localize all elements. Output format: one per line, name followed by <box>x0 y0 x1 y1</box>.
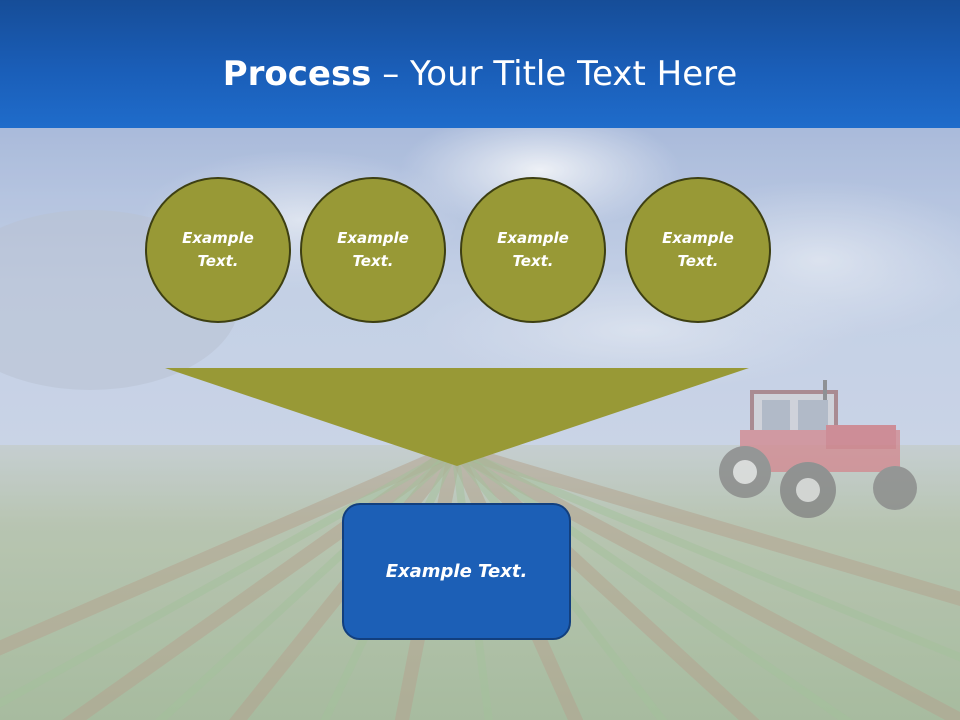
process-step-circle-4[interactable]: Example Text. <box>625 177 771 323</box>
title-band <box>0 0 960 128</box>
process-step-circle-3[interactable]: Example Text. <box>460 177 606 323</box>
process-step-label-1: Example Text. <box>182 229 254 270</box>
process-step-label-2: Example Text. <box>337 229 409 270</box>
title-bold: Process <box>222 54 372 94</box>
process-step-circle-2[interactable]: Example Text. <box>300 177 446 323</box>
slide-title: Process – Your Title Text Here <box>0 52 960 96</box>
process-step-label-3: Example Text. <box>497 229 569 270</box>
funnel-triangle <box>165 368 749 466</box>
process-step-circle-1[interactable]: Example Text. <box>145 177 291 323</box>
result-box[interactable]: Example Text. <box>342 503 571 640</box>
title-rest: – Your Title Text Here <box>371 54 738 94</box>
process-step-label-4: Example Text. <box>662 229 734 270</box>
result-label: Example Text. <box>385 561 528 582</box>
